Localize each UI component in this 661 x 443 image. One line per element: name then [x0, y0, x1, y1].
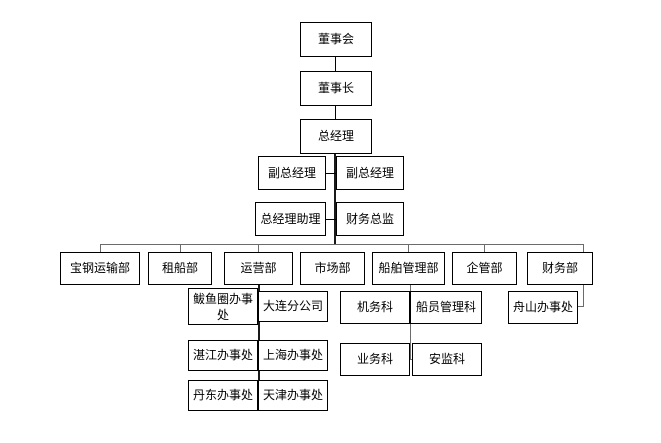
- node-office-shanghai[interactable]: 上海办事处: [258, 340, 328, 371]
- node-section-safety-supervision[interactable]: 安监科: [412, 343, 482, 376]
- connector-section-row2: [402, 359, 418, 360]
- node-cfo[interactable]: 财务总监: [336, 202, 404, 236]
- node-section-crew-management[interactable]: 船员管理科: [410, 291, 482, 324]
- node-department-enterprise-management[interactable]: 企管部: [452, 252, 517, 285]
- node-office-tianjin[interactable]: 天津办事处: [258, 380, 328, 411]
- node-department-chartering[interactable]: 租船部: [148, 252, 212, 285]
- node-office-dandong[interactable]: 丹东办事处: [188, 380, 258, 411]
- connector-drop-qiguan: [484, 244, 485, 252]
- connector-assistant-spine: [325, 219, 337, 220]
- node-department-ship-management[interactable]: 船舶管理部: [372, 252, 445, 285]
- connector-gm-spine: [334, 145, 336, 245]
- node-gm-assistant[interactable]: 总经理助理: [255, 202, 326, 236]
- connector-drop-caiwu: [583, 244, 584, 252]
- connector-drop-yunying: [258, 244, 259, 252]
- node-chairman[interactable]: 董事长: [300, 71, 372, 106]
- node-general-manager[interactable]: 总经理: [300, 119, 372, 154]
- node-department-baogang-transport[interactable]: 宝钢运输部: [60, 252, 140, 285]
- node-board[interactable]: 董事会: [300, 22, 372, 57]
- node-section-business[interactable]: 业务科: [340, 343, 410, 376]
- connector-department-bus: [100, 244, 583, 245]
- node-department-market[interactable]: 市场部: [300, 252, 365, 285]
- node-department-operations[interactable]: 运营部: [224, 252, 293, 285]
- node-deputy-general-manager-1[interactable]: 副总经理: [258, 156, 326, 190]
- node-office-bayuquan[interactable]: 鲅鱼圈办事处: [188, 288, 258, 325]
- node-section-engineering[interactable]: 机务科: [340, 291, 410, 324]
- connector-board-chairman: [335, 57, 336, 71]
- connector-dgm1-spine: [325, 173, 337, 174]
- node-deputy-general-manager-2[interactable]: 副总经理: [336, 156, 404, 190]
- connector-drop-chuanbo: [408, 244, 409, 252]
- node-office-zhoushan[interactable]: 舟山办事处: [508, 291, 578, 324]
- connector-caiwu-drop: [583, 280, 584, 307]
- node-department-finance[interactable]: 财务部: [527, 252, 593, 285]
- connector-drop-zuchuan: [180, 244, 181, 252]
- connector-yunying-trunk: [258, 280, 260, 396]
- node-office-zhanjiang[interactable]: 湛江办事处: [188, 340, 258, 371]
- connector-drop-baogang: [100, 244, 101, 252]
- node-branch-dalian[interactable]: 大连分公司: [258, 291, 328, 322]
- connector-chairman-gm: [335, 106, 336, 119]
